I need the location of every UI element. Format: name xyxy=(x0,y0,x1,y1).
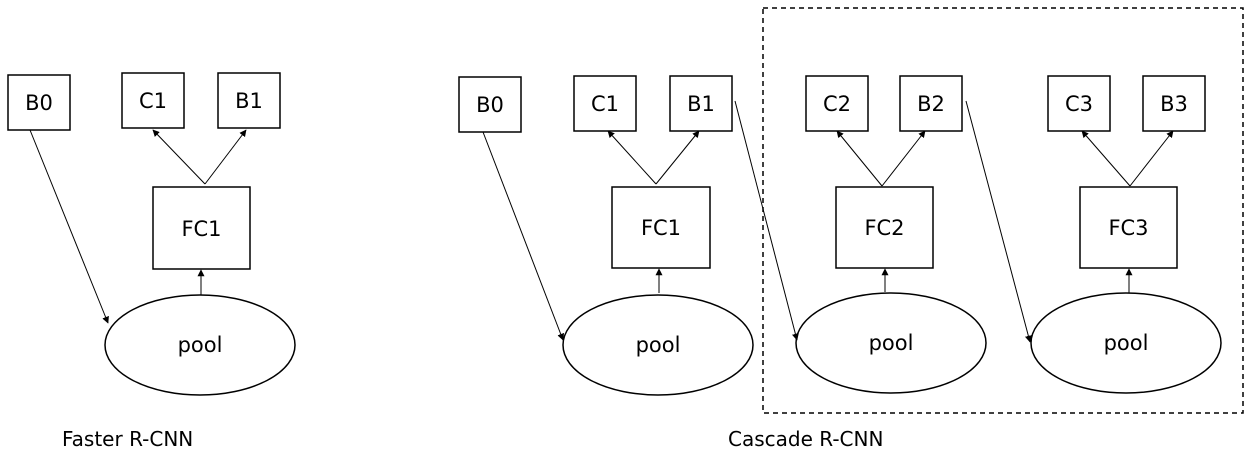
cascade-fc1-node: FC1 xyxy=(611,186,711,269)
cascade-c2-node: C2 xyxy=(805,75,869,132)
faster-b1-label: B1 xyxy=(235,89,263,113)
cascade-b1-label: B1 xyxy=(687,92,715,116)
faster-pool-label: pool xyxy=(178,333,223,357)
faster-fc1-node: FC1 xyxy=(152,186,251,270)
cascade-pool2-node: pool xyxy=(795,292,987,394)
cascade-c1-label: C1 xyxy=(591,92,619,116)
edge-cascade-fc2-to-b2 xyxy=(881,130,926,187)
edge-cascade-fc1-to-c1 xyxy=(607,130,657,185)
cascade-pool2-label: pool xyxy=(869,331,914,355)
cascade-pool3-label: pool xyxy=(1104,331,1149,355)
cascade-c2-label: C2 xyxy=(823,92,851,116)
cascade-fc2-node: FC2 xyxy=(835,186,934,269)
cascade-rcnn-caption: Cascade R-CNN xyxy=(728,427,883,451)
edge-faster-fc1-to-c1 xyxy=(152,129,206,185)
faster-rcnn-group: B0 C1 B1 FC1 pool Faster R-CNN xyxy=(7,72,296,451)
cascade-b2-label: B2 xyxy=(917,92,945,116)
edge-cascade-b2-to-pool3 xyxy=(965,100,1032,343)
edge-faster-b0-to-pool xyxy=(29,129,109,324)
cascade-c1-node: C1 xyxy=(573,75,637,132)
cascade-b0-node: B0 xyxy=(458,76,522,133)
edge-cascade-fc1-to-b1 xyxy=(655,130,700,185)
cascade-fc3-node: FC3 xyxy=(1079,186,1178,269)
faster-pool-node: pool xyxy=(104,294,296,396)
cascade-c3-label: C3 xyxy=(1065,92,1093,116)
faster-fc1-label: FC1 xyxy=(181,217,221,241)
edge-cascade-b0-to-pool1 xyxy=(482,131,565,341)
cascade-fc3-label: FC3 xyxy=(1108,216,1148,240)
faster-c1-node: C1 xyxy=(121,72,185,129)
cascade-rcnn-group: B0 C1 B1 FC1 pool C2 B2 FC2 xyxy=(458,7,1244,451)
edge-cascade-fc3-to-c3 xyxy=(1081,130,1131,187)
cascade-fc1-label: FC1 xyxy=(641,216,681,240)
cascade-pool3-node: pool xyxy=(1030,292,1222,394)
faster-rcnn-caption: Faster R-CNN xyxy=(62,427,193,451)
faster-c1-label: C1 xyxy=(139,89,167,113)
cascade-pool1-label: pool xyxy=(636,333,681,357)
cascade-b0-label: B0 xyxy=(476,93,504,117)
cascade-b3-node: B3 xyxy=(1142,75,1206,132)
faster-b0-node: B0 xyxy=(7,74,71,131)
edge-cascade-fc3-to-b3 xyxy=(1129,130,1174,187)
cascade-c3-node: C3 xyxy=(1047,75,1111,132)
faster-b1-node: B1 xyxy=(217,72,281,129)
faster-b0-label: B0 xyxy=(25,91,53,115)
cascade-fc2-label: FC2 xyxy=(864,216,904,240)
edge-cascade-fc2-to-c2 xyxy=(836,130,883,187)
cascade-b2-node: B2 xyxy=(899,75,963,132)
edge-cascade-b1-to-pool2 xyxy=(734,100,799,341)
edge-faster-fc1-to-b1 xyxy=(204,129,247,185)
cascade-b3-label: B3 xyxy=(1160,92,1188,116)
cascade-pool1-node: pool xyxy=(562,294,754,396)
cascade-b1-node: B1 xyxy=(669,75,733,132)
